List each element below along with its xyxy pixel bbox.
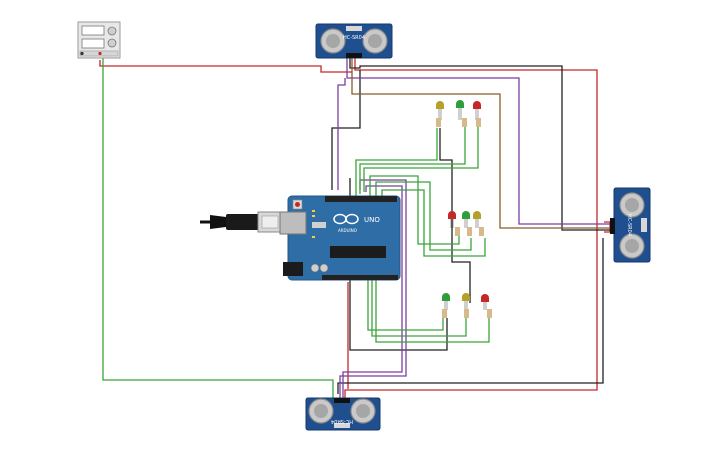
wire-purple-left [337,78,346,190]
wire-purple-right [346,58,612,225]
wire-green-long [102,58,334,398]
led-red [473,101,481,120]
led-red [481,294,489,310]
wires [99,58,612,400]
wire-black-left [331,70,361,190]
led-yellow [473,211,481,228]
wire-black-top [349,58,610,231]
arduino-model: UNO [364,216,380,224]
wire-black-bottom [337,238,604,394]
led-green [462,211,470,228]
wire-green-led-8 [371,280,467,337]
resistor [479,227,484,236]
power-supply [77,21,121,59]
wire-green-led-2 [359,126,466,194]
wire-purple-bottom2 [342,185,403,398]
ultrasonic-sensor-bottom: HC-SR04 [305,397,381,431]
led-yellow [462,293,470,310]
led-yellow [436,101,444,120]
arduino-logo [333,213,359,225]
resistor [462,118,467,127]
traffic-light-bottom [442,293,492,318]
traffic-light-middle [448,211,484,236]
wire-green-led-4 [369,175,460,245]
wire-green-led-9 [375,280,490,343]
led-green [456,100,464,120]
ultrasonic-sensor-top: HC-SR04 [315,23,393,59]
resistor [487,309,492,318]
ultrasonic-sensor-right: HC-SR04 [610,187,651,263]
wire-green-led-7 [367,280,444,331]
resistor [476,118,481,127]
wire-green-led-1 [355,128,438,196]
led-green [442,293,450,310]
resistor [464,309,469,318]
usb-cable [200,211,281,233]
wire-red-power-top [99,60,352,73]
wire-green-led-5 [375,181,472,251]
sensor-top-label: HC-SR04 [343,35,365,41]
wire-green-led-6 [381,189,486,257]
resistor [467,227,472,236]
led-red [448,211,456,228]
wire-green-led-3 [363,126,479,192]
sensor-right-label: HC-SR04 [626,214,632,236]
sensor-bottom-label: HC-SR04 [331,418,353,424]
arduino-brand: ARDUINO [338,228,357,233]
arduino-uno-board: UNO ARDUINO [279,195,401,281]
traffic-light-top [436,100,481,127]
wire-black-mid [439,128,471,303]
resistor [442,309,447,318]
wire-brown-right [351,58,612,229]
resistor [455,227,460,236]
resistor [436,118,441,127]
